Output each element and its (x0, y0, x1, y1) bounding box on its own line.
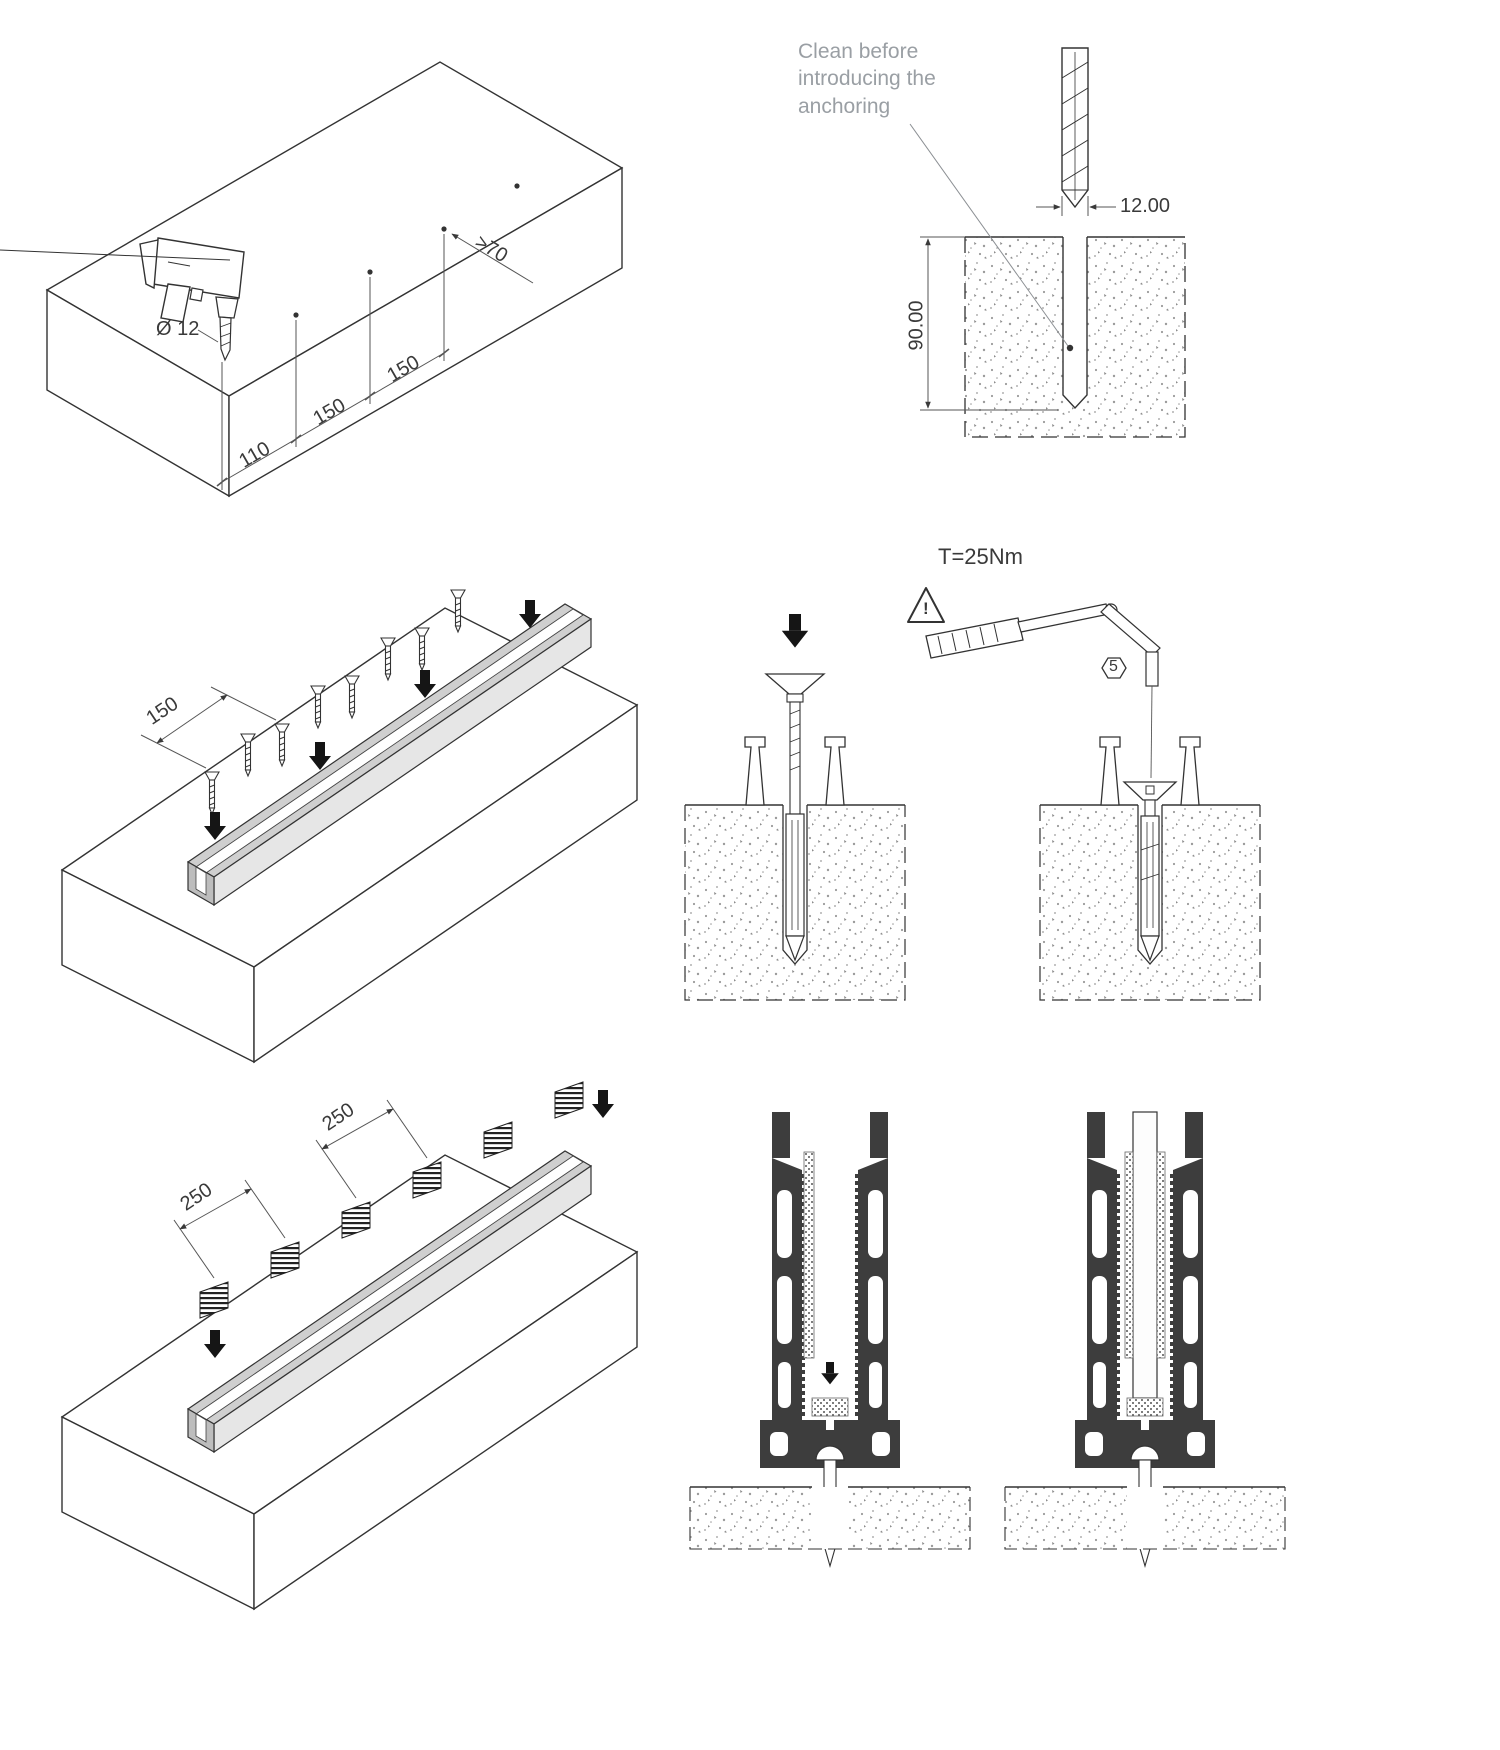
setting-block (1126, 1397, 1164, 1417)
concrete-slab (45, 61, 624, 498)
anchor-bolt-seated-icon (1122, 781, 1178, 962)
channel-clamp-section (744, 736, 846, 806)
gasket-strip (1124, 1151, 1134, 1359)
torque-label: T=25Nm (938, 544, 1023, 569)
note-leader-line (909, 123, 1074, 352)
dimension-lines (197, 233, 534, 490)
hex-socket-icon (1101, 657, 1127, 679)
panel-drilling-layout (0, 61, 624, 498)
concrete-block (964, 236, 1186, 438)
dimension-lines (920, 196, 1116, 411)
panel-shim-layout (60, 1081, 639, 1611)
drill-icon (0, 237, 245, 362)
channel-profile-section (760, 1112, 900, 1468)
channel-profile (186, 1150, 593, 1454)
drill-hole-marks (293, 183, 520, 318)
panel-profile-section (689, 1111, 1286, 1569)
gasket-strip (1156, 1151, 1166, 1359)
drill-bit-icon (1061, 47, 1089, 209)
shim-icon (554, 1081, 584, 1119)
concrete-strip (689, 1486, 971, 1550)
panel-anchor-section (684, 587, 1261, 1001)
warning-icon (907, 587, 945, 623)
hole-width-label: 12.00 (1120, 195, 1171, 217)
anchor-bolt-icon (764, 673, 826, 962)
clean-note-label: Clean before introducing the anchoring (798, 40, 936, 118)
warning-mark-label: ! (923, 599, 929, 618)
hole-depth-label: 90.00 (905, 300, 928, 351)
down-arrow-icon (821, 1362, 839, 1385)
setting-block (811, 1397, 849, 1417)
channel-clamp-section (1099, 736, 1201, 806)
glass-panel (1132, 1111, 1158, 1399)
drill-diameter-label: Ø 12 (156, 318, 200, 340)
panel-anchor-layout (60, 589, 639, 1064)
panel-hole-section (909, 47, 1186, 438)
torque-wrench-icon (925, 603, 1161, 779)
shim-icon (483, 1121, 513, 1159)
dimension-lines (173, 1099, 428, 1279)
channel-profile (186, 603, 593, 907)
channel-profile-section (1075, 1112, 1215, 1468)
down-arrow-icon (781, 614, 809, 648)
down-arrow-icon (592, 1090, 614, 1118)
hex-size-label: 5 (1109, 658, 1118, 675)
dimension-lines (140, 686, 277, 769)
gasket-strip (803, 1151, 815, 1359)
concrete-strip (1004, 1486, 1286, 1550)
